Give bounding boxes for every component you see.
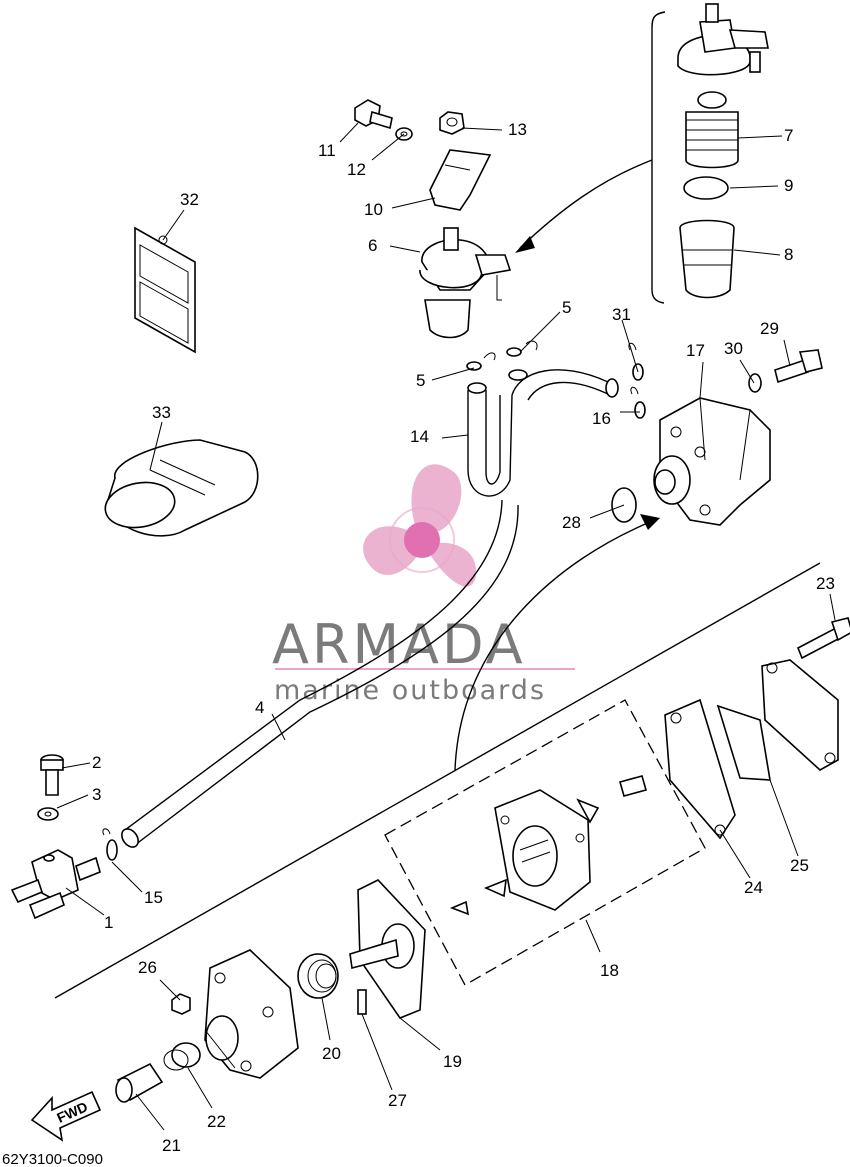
callout-11: 11 [318, 141, 336, 160]
callout-labels: 1 2 3 4 5 5 6 7 8 9 10 11 12 13 14 15 16… [92, 120, 835, 1155]
callout-8: 8 [784, 245, 793, 264]
watermark-title: ARMADA [272, 613, 526, 676]
callout-13: 13 [508, 120, 527, 139]
pump-body [494, 789, 591, 911]
callout-21: 21 [162, 1136, 181, 1155]
fuel-pump [653, 397, 771, 526]
callout-26: 26 [138, 958, 157, 977]
filter-bracket [429, 149, 492, 211]
filter-cup [679, 219, 735, 299]
fwd-arrow: FWD [30, 1090, 102, 1142]
arrow-head-filter [515, 236, 535, 253]
pump-kit-box [384, 699, 706, 986]
callout-23: 23 [816, 574, 835, 593]
washer-3 [37, 807, 59, 821]
nut-26 [171, 993, 191, 1015]
filter-element [685, 91, 739, 169]
fuel-hoses [467, 369, 619, 497]
callout-22: 22 [207, 1112, 226, 1131]
callout-20: 20 [322, 1044, 341, 1063]
callout-15: 15 [144, 888, 163, 907]
callout-12: 12 [347, 160, 366, 179]
callout-9: 9 [784, 176, 793, 195]
callout-24: 24 [744, 878, 763, 897]
plunger-21 [115, 1062, 164, 1103]
label-plate [134, 226, 196, 354]
gasket-24 [664, 698, 736, 840]
spring-22 [163, 1042, 201, 1071]
leader-lines [56, 122, 836, 1131]
hose-sleeve [104, 439, 259, 537]
inset-bracket [651, 11, 666, 304]
callout-16: 16 [592, 409, 611, 428]
diagram-code: 62Y3100-C090 [2, 1151, 103, 1167]
arrow-to-pump [454, 521, 651, 771]
cover-25 [716, 659, 839, 781]
diaphragm-19 [349, 879, 426, 1019]
callout-33: 33 [152, 403, 171, 422]
main-fuel-hose [121, 499, 519, 848]
arrow-head-pump [640, 514, 660, 530]
callout-18: 18 [600, 961, 619, 980]
callout-5a: 5 [416, 371, 425, 390]
callout-6: 6 [368, 236, 377, 255]
callout-29: 29 [760, 319, 779, 338]
callout-32: 32 [180, 190, 199, 209]
callout-28: 28 [562, 513, 581, 532]
spring-20 [297, 953, 339, 999]
separator-line [54, 562, 821, 999]
fuel-filter [419, 227, 512, 339]
bolt-11 [354, 99, 393, 130]
bolt-2 [40, 754, 64, 796]
arrow-to-filter [519, 159, 653, 249]
fuel-joint [10, 849, 101, 920]
nut-13 [439, 111, 465, 135]
filter-inset [677, 3, 769, 299]
pin-27 [357, 989, 367, 1015]
watermark-subtitle: marine outboards [274, 675, 546, 706]
callout-30: 30 [724, 339, 743, 358]
pump-housing [204, 949, 299, 1079]
callout-27: 27 [388, 1091, 407, 1110]
callout-25: 25 [790, 856, 809, 875]
screw-29 [774, 349, 823, 384]
callout-5b: 5 [562, 298, 571, 317]
callout-3: 3 [92, 785, 101, 804]
check-valves [449, 775, 647, 916]
callout-7: 7 [784, 126, 793, 145]
propeller-logo [363, 464, 477, 587]
callout-14: 14 [410, 427, 429, 446]
callout-17: 17 [686, 341, 705, 360]
watermark: ARMADA marine outboards [272, 464, 575, 706]
callout-1: 1 [104, 913, 113, 932]
callout-2: 2 [92, 753, 101, 772]
hose-clips [102, 340, 646, 861]
callout-4: 4 [255, 698, 264, 717]
o-ring-9 [683, 176, 729, 200]
callout-19: 19 [443, 1052, 462, 1071]
washer-30 [748, 373, 762, 393]
callout-31: 31 [612, 305, 631, 324]
screw-23 [796, 617, 850, 660]
callout-10: 10 [364, 200, 383, 219]
